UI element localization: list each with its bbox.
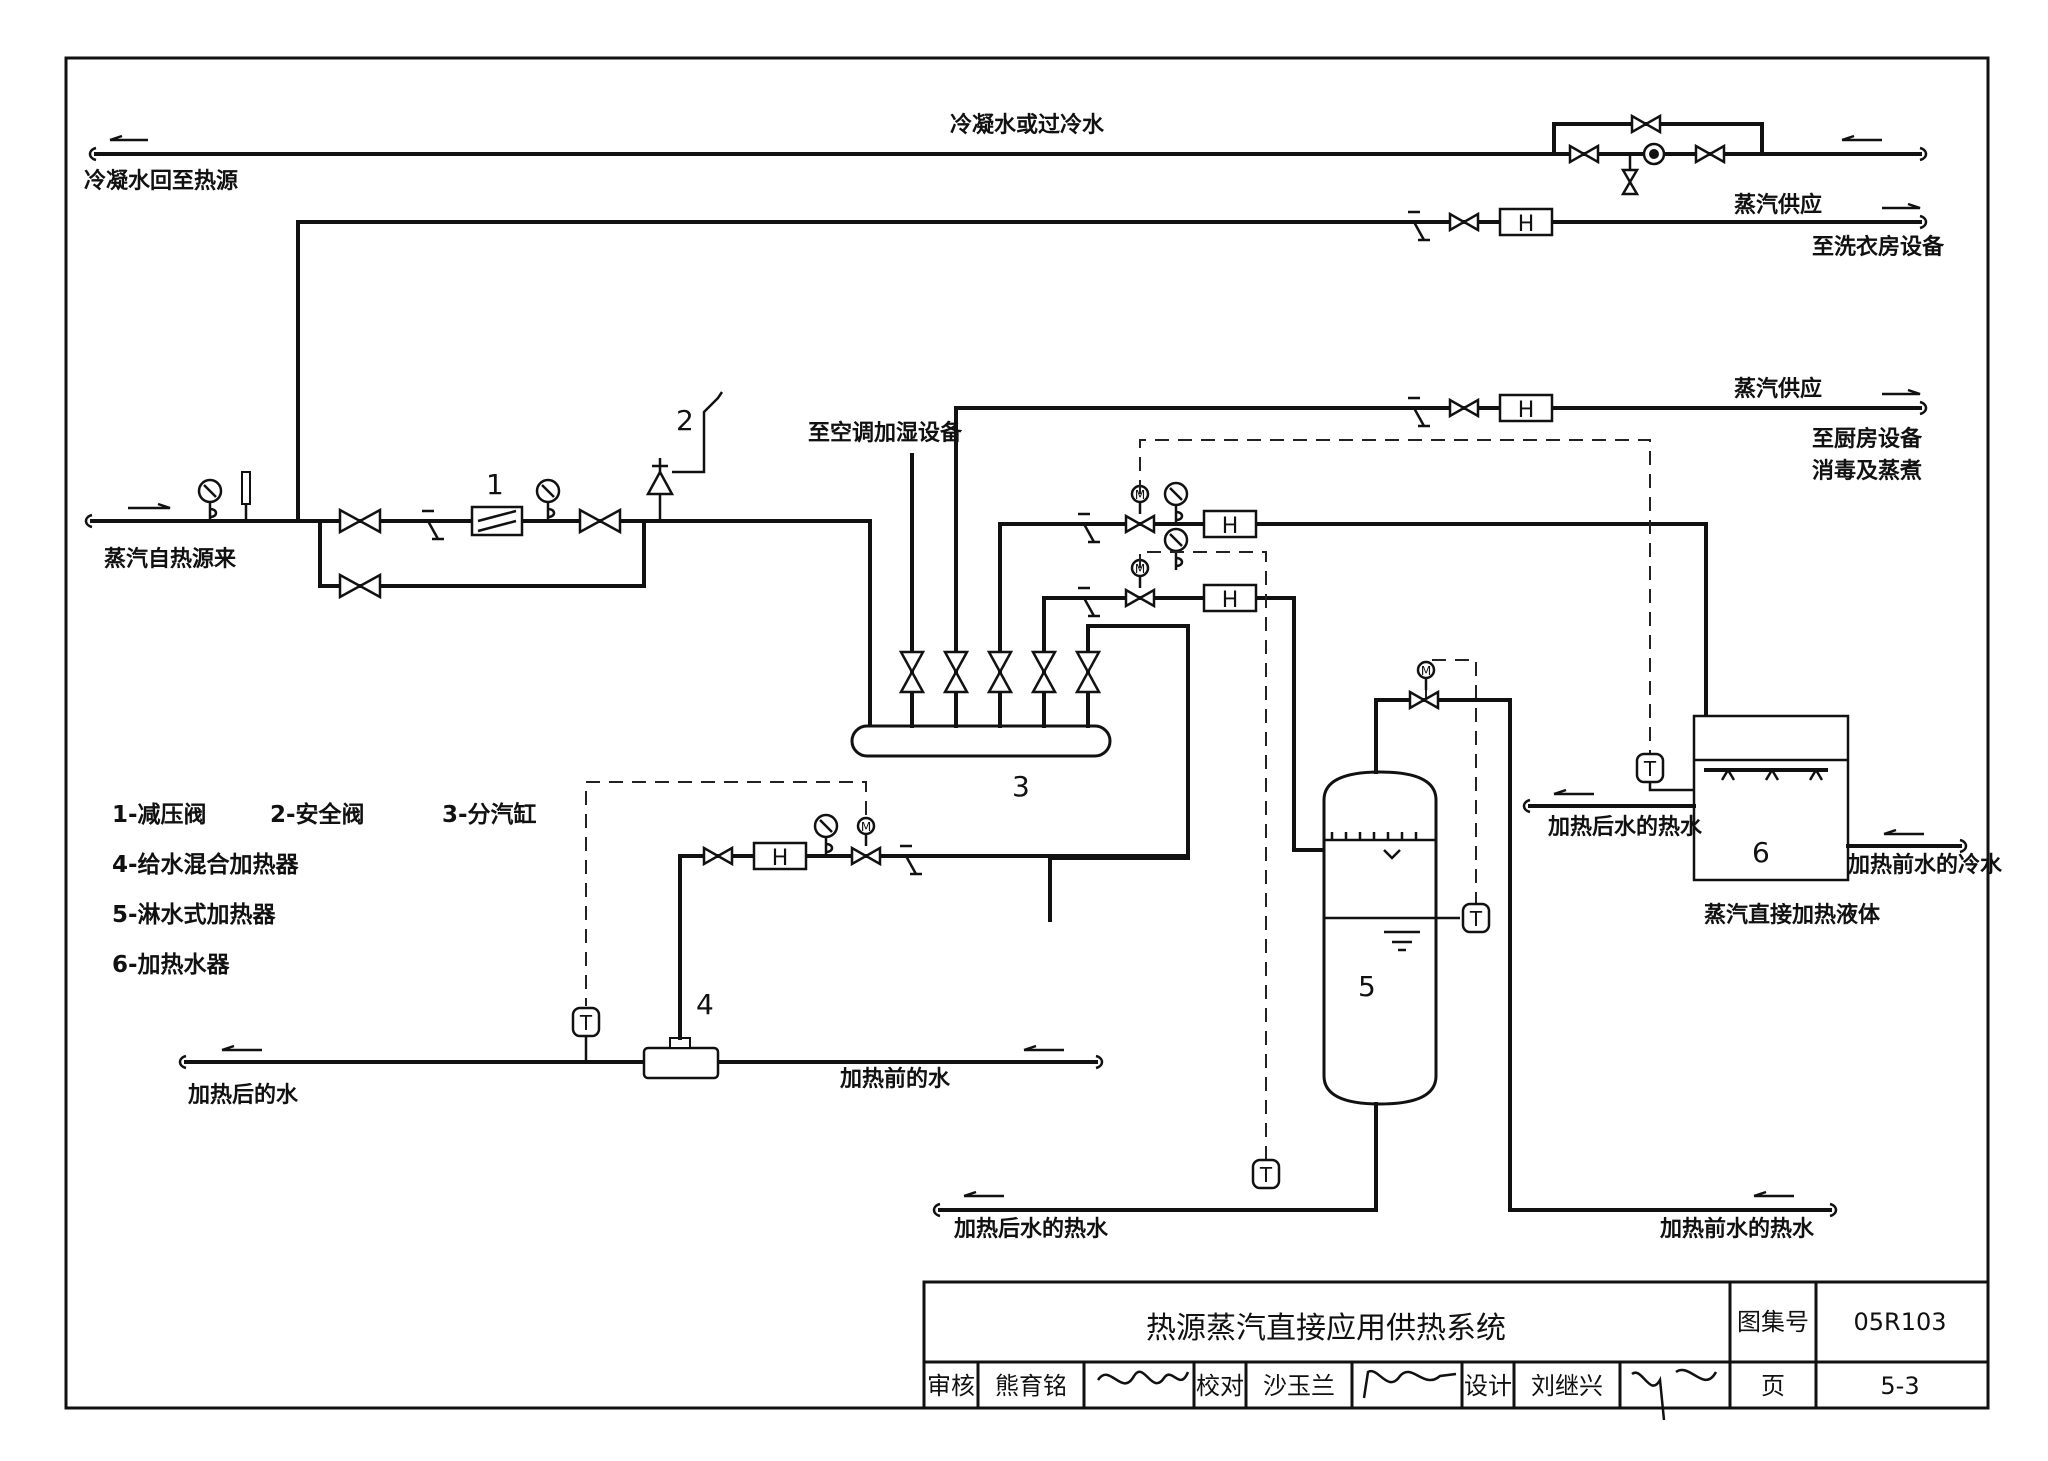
- check-label: 校对: [1196, 1372, 1244, 1400]
- design-label: 设计: [1464, 1372, 1512, 1400]
- label-to-laundry: 至洗衣房设备: [1812, 234, 1945, 260]
- water-heater-circuit: [1522, 714, 1968, 882]
- label-to-kitchen-2: 消毒及蒸煮: [1812, 458, 1922, 484]
- feed-water-mixer-circuit: [178, 813, 1190, 1080]
- legend-item-3: 3-分汽缸: [442, 801, 537, 828]
- atlas-no: 05R103: [1853, 1308, 1946, 1336]
- control-line-6: [1139, 439, 1651, 754]
- label-steam-supply-1: 蒸汽供应: [1734, 192, 1822, 218]
- equip-num-1: 1: [486, 468, 504, 501]
- label-hot-after-5: 加热后水的热水: [953, 1216, 1109, 1242]
- steam-header: [850, 388, 1928, 922]
- equip-num-2: 2: [676, 404, 694, 437]
- legend: 1-减压阀 2-安全阀 3-分汽缸 4-给水混合加热器 5-淋水式加热器 6-加…: [112, 801, 537, 978]
- checker-name: 沙玉兰: [1263, 1372, 1335, 1400]
- equip-num-4: 4: [696, 988, 714, 1021]
- label-direct-heating-liquid: 蒸汽直接加热液体: [1704, 902, 1881, 928]
- title-block: 热源蒸汽直接应用供热系统 图集号 05R103 审核 熊育铭 校对 沙玉兰 设计…: [922, 1280, 1990, 1421]
- label-to-ac-humidify: 至空调加湿设备: [808, 420, 963, 446]
- label-steam-supply-2: 蒸汽供应: [1734, 376, 1822, 402]
- main-steam-line: [84, 202, 1928, 728]
- legend-item-4: 4-给水混合加热器: [112, 851, 300, 878]
- label-hot-before-5: 加热前水的热水: [1659, 1216, 1815, 1242]
- label-water-after-heating: 加热后的水: [187, 1082, 299, 1108]
- label-cold-before-6: 加热前水的冷水: [1847, 852, 2003, 878]
- label-condensate-top: 冷凝水或过冷水: [950, 112, 1105, 138]
- label-to-kitchen-1: 至厨房设备: [1812, 426, 1923, 452]
- legend-item-5: 5-淋水式加热器: [112, 902, 277, 928]
- legend-item-6: 6-加热水器: [112, 952, 231, 978]
- label-hot-after-6: 加热后水的热水: [1547, 814, 1703, 840]
- reviewer-name: 熊育铭: [995, 1372, 1067, 1400]
- label-steam-from-source: 蒸汽自热源来: [104, 546, 237, 572]
- control-line-5: [1139, 551, 1267, 1160]
- equip-num-3: 3: [1012, 770, 1030, 803]
- equip-num-6: 6: [1752, 836, 1770, 869]
- spray-heater-circuit: [932, 660, 1838, 1218]
- legend-item-1: 1-减压阀: [112, 802, 207, 828]
- reviewer-signature: [1096, 1370, 1190, 1385]
- condensate-line: [88, 114, 1928, 196]
- atlas-no-label: 图集号: [1737, 1308, 1809, 1336]
- review-label: 审核: [927, 1372, 975, 1400]
- control-line-4: [585, 781, 867, 1006]
- designer-name: 刘继兴: [1531, 1372, 1603, 1400]
- label-water-before-heating: 加热前的水: [839, 1066, 951, 1092]
- checker-signature: [1362, 1369, 1457, 1399]
- drawing-title: 热源蒸汽直接应用供热系统: [1146, 1311, 1506, 1346]
- designer-signature: [1631, 1368, 1718, 1421]
- legend-item-2: 2-安全阀: [270, 801, 365, 828]
- equip-num-5: 5: [1358, 970, 1376, 1003]
- page-label: 页: [1761, 1372, 1785, 1400]
- page-no: 5-3: [1880, 1372, 1919, 1400]
- label-condensate-return: 冷凝水回至热源: [84, 168, 238, 194]
